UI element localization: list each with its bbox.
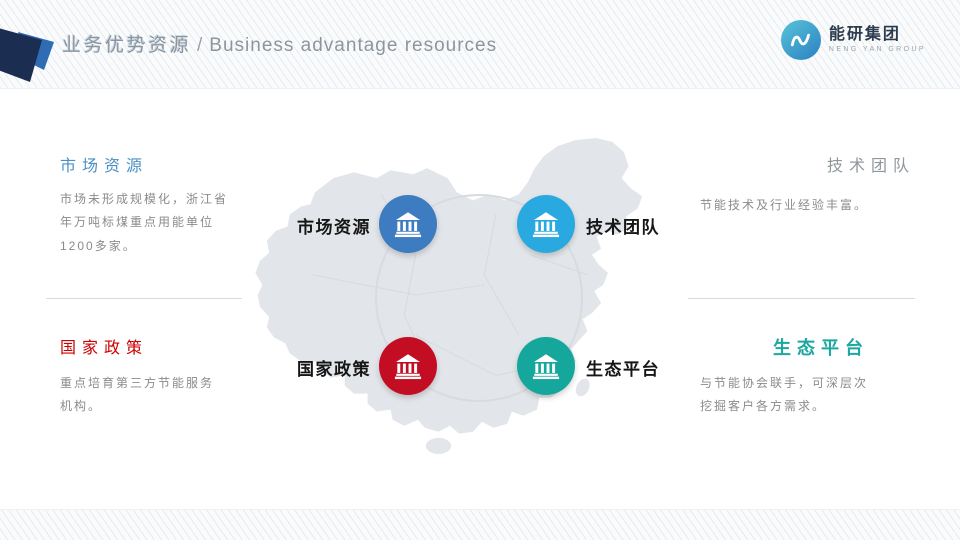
- right-divider: [688, 298, 915, 299]
- bank-icon: [532, 354, 560, 380]
- logo-name: 能研集团: [828, 26, 901, 43]
- logo-tagline: NENG YAN GROUP: [828, 46, 926, 53]
- badge-market-resources: [379, 195, 437, 253]
- section-body-policy: 重点培育第三方节能服务机构。: [60, 376, 215, 414]
- section-heading-eco: 生态平台: [773, 338, 869, 358]
- bottom-pattern-band: [0, 509, 960, 540]
- bank-icon: [532, 212, 560, 238]
- page-title: 业务优势资源/Business advantage resources: [62, 30, 497, 57]
- section-body-market: 市场未形成规模化，浙江省年万吨标煤重点用能单位1200多家。: [60, 192, 229, 253]
- section-body-tech: 节能技术及行业经验丰富。: [700, 198, 869, 212]
- wave-n-icon: [780, 20, 821, 60]
- badge-label-eco: 生态平台: [586, 360, 660, 379]
- badge-label-policy: 国家政策: [297, 360, 371, 379]
- badge-tech-team: [517, 195, 575, 253]
- company-logo: 能研集团 NENG YAN GROUP: [780, 20, 926, 60]
- logo-text: 能研集团 NENG YAN GROUP: [828, 26, 926, 54]
- section-heading-tech: 技术团队: [826, 158, 915, 175]
- badge-label-tech: 技术团队: [586, 218, 660, 237]
- bank-icon: [394, 354, 422, 380]
- page-title-en: Business advantage resources: [209, 35, 498, 56]
- bank-icon: [394, 212, 422, 238]
- section-body-eco: 与节能协会联手，可深层次挖掘客户各方需求。: [700, 376, 869, 414]
- map-circle-ring: [375, 194, 583, 402]
- page-title-separator: /: [197, 35, 204, 56]
- badge-eco-platform: [517, 337, 575, 395]
- section-heading-policy: 国家政策: [60, 340, 149, 357]
- page-title-zh: 业务优势资源: [62, 35, 192, 56]
- left-divider: [46, 298, 242, 299]
- badge-national-policy: [379, 337, 437, 395]
- section-heading-market: 市场资源: [60, 158, 149, 175]
- badge-label-market: 市场资源: [297, 218, 371, 237]
- corner-flag-icon: [0, 28, 54, 82]
